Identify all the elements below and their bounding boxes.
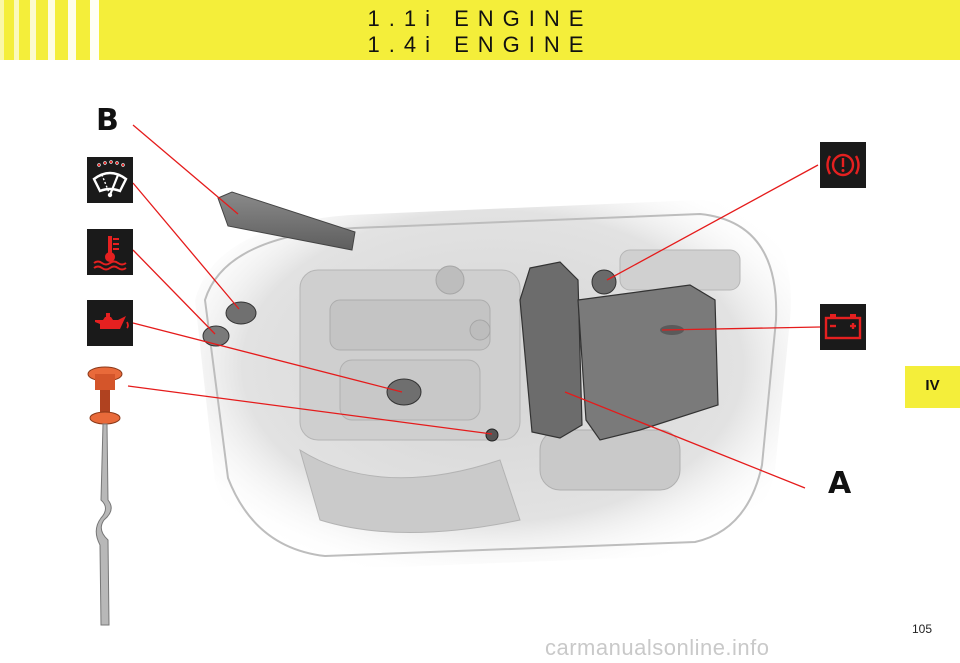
section-tab-label: IV [925,377,940,394]
windscreen-washer-icon [87,157,133,203]
callout-label-a: A [828,466,852,501]
footer-watermark: carmanualsonline.info [545,635,770,660]
coolant-temperature-icon [87,229,133,275]
oil-can-icon [87,300,133,346]
title-line-1: 1.1i ENGINE [367,6,593,31]
title-line-2: 1.4i ENGINE [367,32,593,57]
header-stripes [0,0,99,60]
header-band [0,0,960,60]
brake-warning-icon [820,142,866,188]
dipstick-illustration [87,366,123,626]
section-tab: IV [905,366,960,408]
callout-label-b: B [96,103,119,138]
page-number: 105 [912,622,933,636]
battery-icon [820,304,866,350]
